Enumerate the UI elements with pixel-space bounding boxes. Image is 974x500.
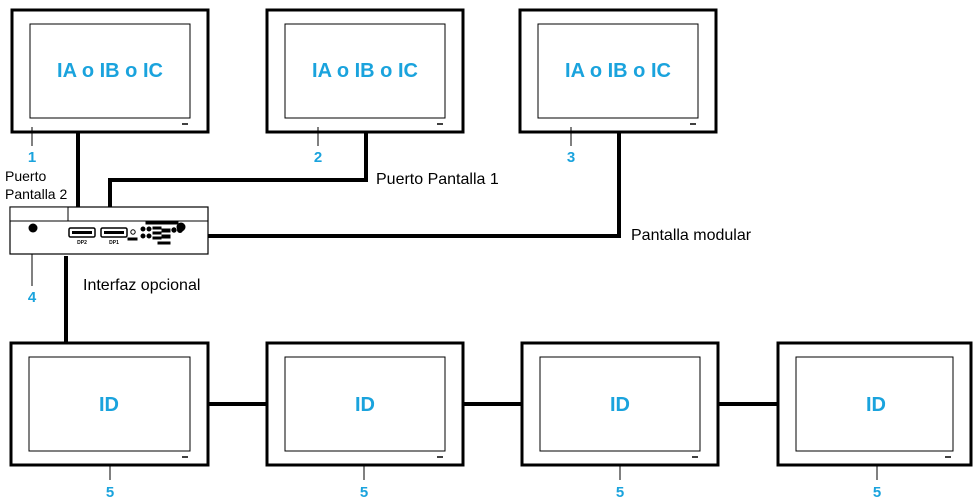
caption-optional-interface: Interfaz opcional (83, 277, 200, 294)
top-display-1: IA o IB o IC (10, 8, 210, 134)
bottom-display-3-label: ID (610, 394, 630, 416)
top-display-2: IA o IB o IC (265, 8, 465, 134)
cable-display2-to-dp1 (108, 132, 368, 232)
top-display-3: IA o IB o IC (518, 8, 718, 134)
bottom-display-3: ID (520, 341, 720, 467)
bottom-display-2: ID (265, 341, 465, 467)
power-led-icon (28, 223, 38, 233)
cable-display3-to-box (208, 132, 621, 238)
bottom-display-1: ID (9, 341, 210, 467)
dp1-port: DP1 (100, 227, 128, 246)
callout-5a: 5 (106, 484, 114, 500)
bottom-display-1-label: ID (99, 394, 119, 416)
callout-5c: 5 (616, 484, 624, 500)
dp1-port-label: DP1 (109, 240, 119, 246)
callout-2: 2 (314, 149, 322, 166)
caption-port2-line2: Pantalla 2 (5, 186, 67, 202)
cables (64, 132, 779, 406)
misc-connectors-icon (127, 221, 183, 245)
bottom-display-2-label: ID (355, 394, 375, 416)
callout-5b: 5 (360, 484, 368, 500)
dp2-port-label: DP2 (77, 240, 87, 246)
callout-4: 4 (28, 289, 37, 306)
caption-port1: Puerto Pantalla 1 (376, 171, 499, 188)
top-display-2-label: IA o IB o IC (312, 60, 418, 82)
interface-box: DP2 DP1 (9, 206, 209, 255)
dp2-port: DP2 (68, 227, 96, 246)
caption-modular: Pantalla modular (631, 227, 752, 244)
top-display-1-label: IA o IB o IC (57, 60, 163, 82)
top-display-3-label: IA o IB o IC (565, 60, 671, 82)
caption-port2-line1: Puerto (5, 168, 46, 184)
callout-5d: 5 (873, 484, 881, 500)
callout-3: 3 (567, 149, 575, 166)
ground-screw-icon (176, 222, 186, 232)
callout-1: 1 (28, 149, 36, 166)
bottom-display-4: ID (776, 341, 973, 467)
bottom-display-4-label: ID (866, 394, 886, 416)
